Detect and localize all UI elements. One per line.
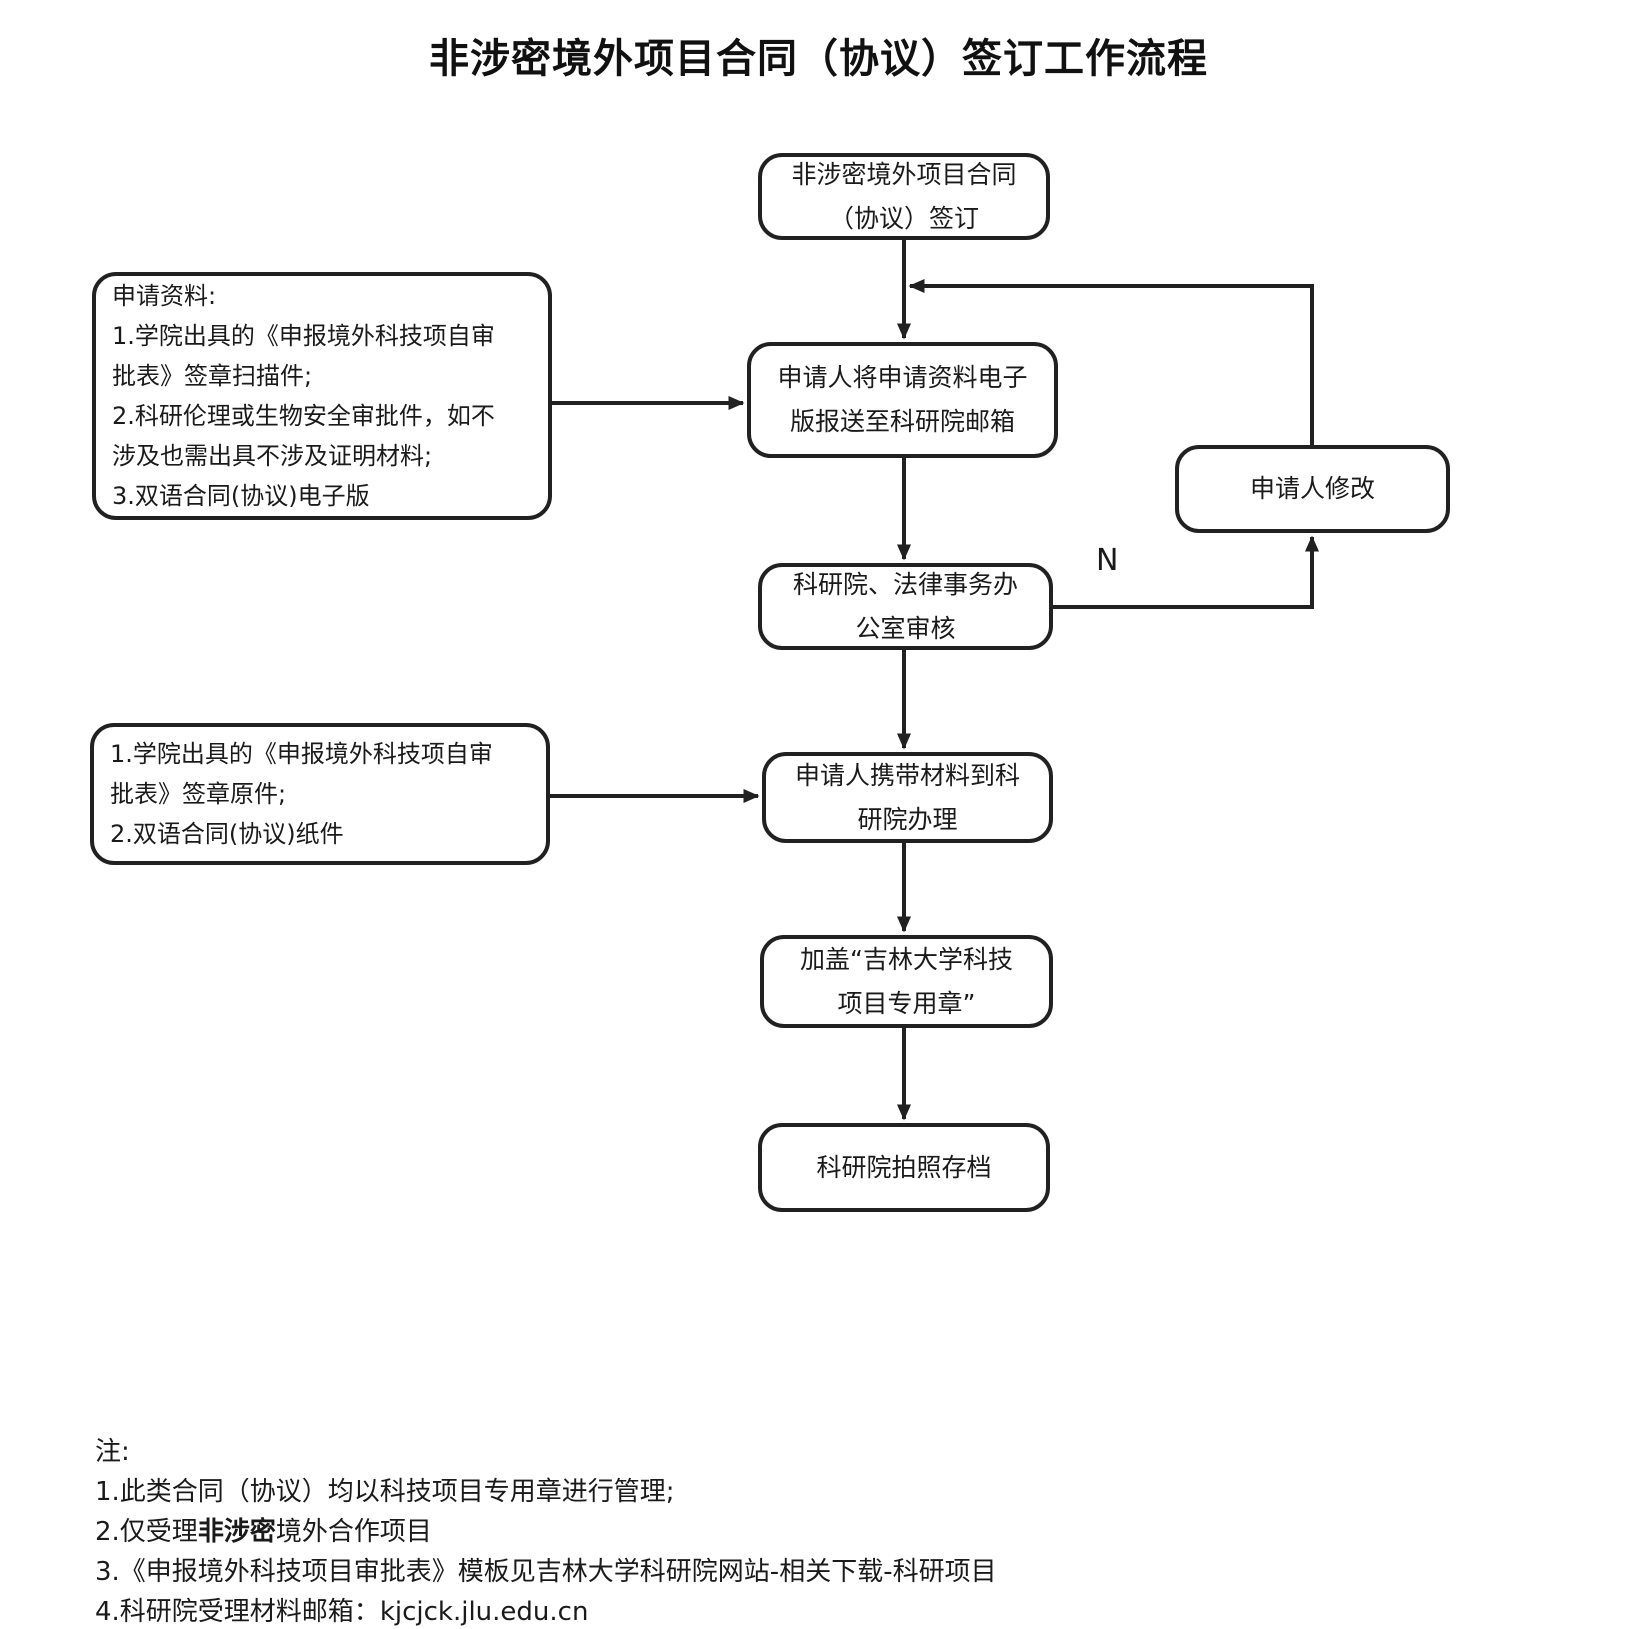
edge-label-no: N bbox=[1096, 543, 1119, 578]
flow-node-bring-text: 申请人携带材料到科 bbox=[794, 760, 1020, 790]
flow-node-submit-text: 版报送至科研院邮箱 bbox=[789, 407, 1015, 436]
materials-electronic-text: 3.双语合同(协议)电子版 bbox=[112, 482, 370, 510]
materials-electronic-text: 批表》签章扫描件; bbox=[112, 362, 313, 390]
email-address: kjcjck.jlu.edu.cn bbox=[379, 1597, 589, 1627]
flow-node-archive-text: 科研院拍照存档 bbox=[816, 1152, 992, 1182]
note-item-2-prefix: 2.仅受理 bbox=[95, 1517, 198, 1547]
materials-electronic-text: 2.科研伦理或生物安全审批件，如不 bbox=[112, 402, 495, 430]
flow-node-modify: 申请人修改 bbox=[1175, 445, 1450, 533]
note-item-4: 4.科研院受理材料邮箱：kjcjck.jlu.edu.cn bbox=[95, 1592, 997, 1629]
materials-electronic-text: 1.学院出具的《申报境外科技项自审 bbox=[112, 322, 495, 350]
materials-paper-text: 批表》签章原件; bbox=[110, 780, 287, 808]
notes-heading: 注: bbox=[95, 1437, 130, 1467]
connector-modify-to-resubmit bbox=[908, 279, 1314, 445]
flow-node-materials-electronic: 申请资料: 1.学院出具的《申报境外科技项自审 批表》签章扫描件; 2.科研伦理… bbox=[92, 272, 552, 520]
note-item-2-suffix: 境外合作项目 bbox=[275, 1517, 432, 1547]
flow-node-bring: 申请人携带材料到科 研院办理 bbox=[762, 752, 1053, 843]
flow-node-materials-paper: 1.学院出具的《申报境外科技项自审 批表》签章原件; 2.双语合同(协议)纸件 bbox=[90, 723, 550, 865]
connector-review-no-to-modify bbox=[1053, 535, 1319, 609]
materials-paper-text: 2.双语合同(协议)纸件 bbox=[110, 820, 344, 848]
materials-electronic-text: 申请资料: bbox=[112, 282, 217, 310]
materials-paper-text: 1.学院出具的《申报境外科技项自审 bbox=[110, 740, 493, 768]
flow-node-start-text: 非涉密境外项目合同 bbox=[791, 159, 1017, 189]
notes-section: 注: 1.此类合同（协议）均以科技项目专用章进行管理; 2.仅受理非涉密境外合作… bbox=[95, 1432, 997, 1629]
flow-node-submit: 申请人将申请资料电子 版报送至科研院邮箱 bbox=[747, 342, 1058, 458]
note-item-2: 2.仅受理非涉密境外合作项目 bbox=[95, 1512, 997, 1552]
flow-node-archive: 科研院拍照存档 bbox=[758, 1123, 1050, 1212]
flow-node-modify-text: 申请人修改 bbox=[1249, 474, 1375, 503]
flow-node-bring-text: 研院办理 bbox=[857, 804, 958, 834]
flow-node-review-text: 科研院、法律事务办 bbox=[792, 569, 1018, 599]
materials-electronic-text: 涉及也需出具不涉及证明材料; bbox=[112, 442, 433, 470]
flow-node-seal-text: 项目专用章” bbox=[837, 988, 976, 1018]
flow-node-seal-text: 加盖“吉林大学科技 bbox=[800, 944, 1013, 974]
flow-node-review: 科研院、法律事务办 公室审核 bbox=[758, 563, 1053, 650]
note-item-2-bold: 非涉密 bbox=[197, 1517, 276, 1547]
page-title: 非涉密境外项目合同（协议）签订工作流程 bbox=[429, 36, 1208, 82]
note-item-1: 1.此类合同（协议）均以科技项目专用章进行管理; bbox=[95, 1477, 675, 1507]
note-item-3: 3.《申报境外科技项目审批表》模板见吉林大学科研院网站-相关下载-科研项目 bbox=[95, 1557, 997, 1587]
flow-node-start: 非涉密境外项目合同 （协议）签订 bbox=[758, 153, 1050, 240]
flow-node-seal: 加盖“吉林大学科技 项目专用章” bbox=[760, 935, 1053, 1028]
note-item-4-label: 4.科研院受理材料邮箱： bbox=[95, 1597, 380, 1627]
flow-node-review-text: 公室审核 bbox=[855, 613, 956, 643]
flow-node-submit-text: 申请人将申请资料电子 bbox=[777, 363, 1028, 392]
flow-node-start-text: （协议）签订 bbox=[828, 203, 979, 233]
